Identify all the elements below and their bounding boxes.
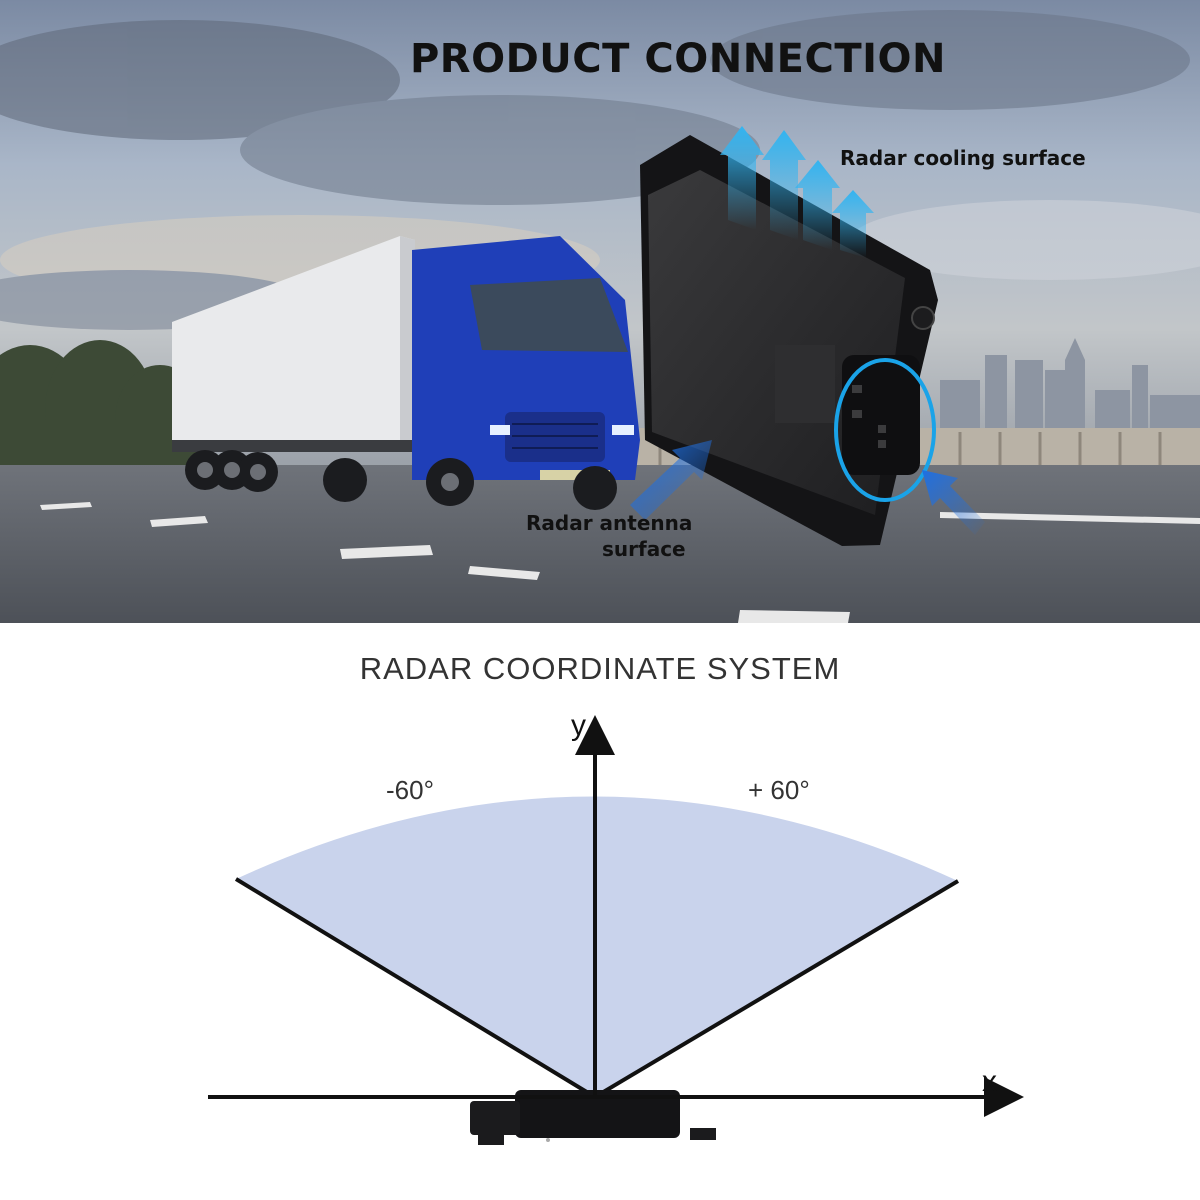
antenna-label-line2: surface: [602, 537, 686, 561]
connector-highlight-ring: [834, 358, 936, 502]
product-connection-panel: PRODUCT CONNECTION Radar cooling surface…: [0, 0, 1200, 623]
y-axis-label: y: [571, 709, 586, 742]
page-title: PRODUCT CONNECTION: [409, 36, 946, 82]
lane-markings: [40, 502, 1200, 623]
fov-left-boundary: [234, 877, 597, 1099]
radar-antenna-surface-label: Radar antenna surface: [526, 510, 692, 562]
truck-road-scene: [0, 0, 1200, 623]
radar-coordinate-panel: RADAR COORDINATE SYSTEM y: [0, 623, 1200, 1200]
angle-right-label: + 60°: [748, 775, 810, 805]
cooling-arrows: [720, 126, 874, 258]
truck: [172, 236, 640, 510]
radar-device: [470, 1090, 716, 1145]
coordinate-diagram: y x -60° + 60°: [208, 709, 1024, 1145]
antenna-arrow: [630, 440, 712, 520]
angle-left-label: -60°: [386, 775, 434, 805]
diagram-title: RADAR COORDINATE SYSTEM: [359, 651, 841, 686]
antenna-label-line1: Radar antenna: [526, 511, 693, 535]
radar-cooling-surface-label: Radar cooling surface: [840, 146, 1086, 170]
x-axis-label: x: [982, 1065, 997, 1098]
connector-arrow: [922, 470, 985, 535]
fov-right-boundary: [593, 879, 960, 1099]
